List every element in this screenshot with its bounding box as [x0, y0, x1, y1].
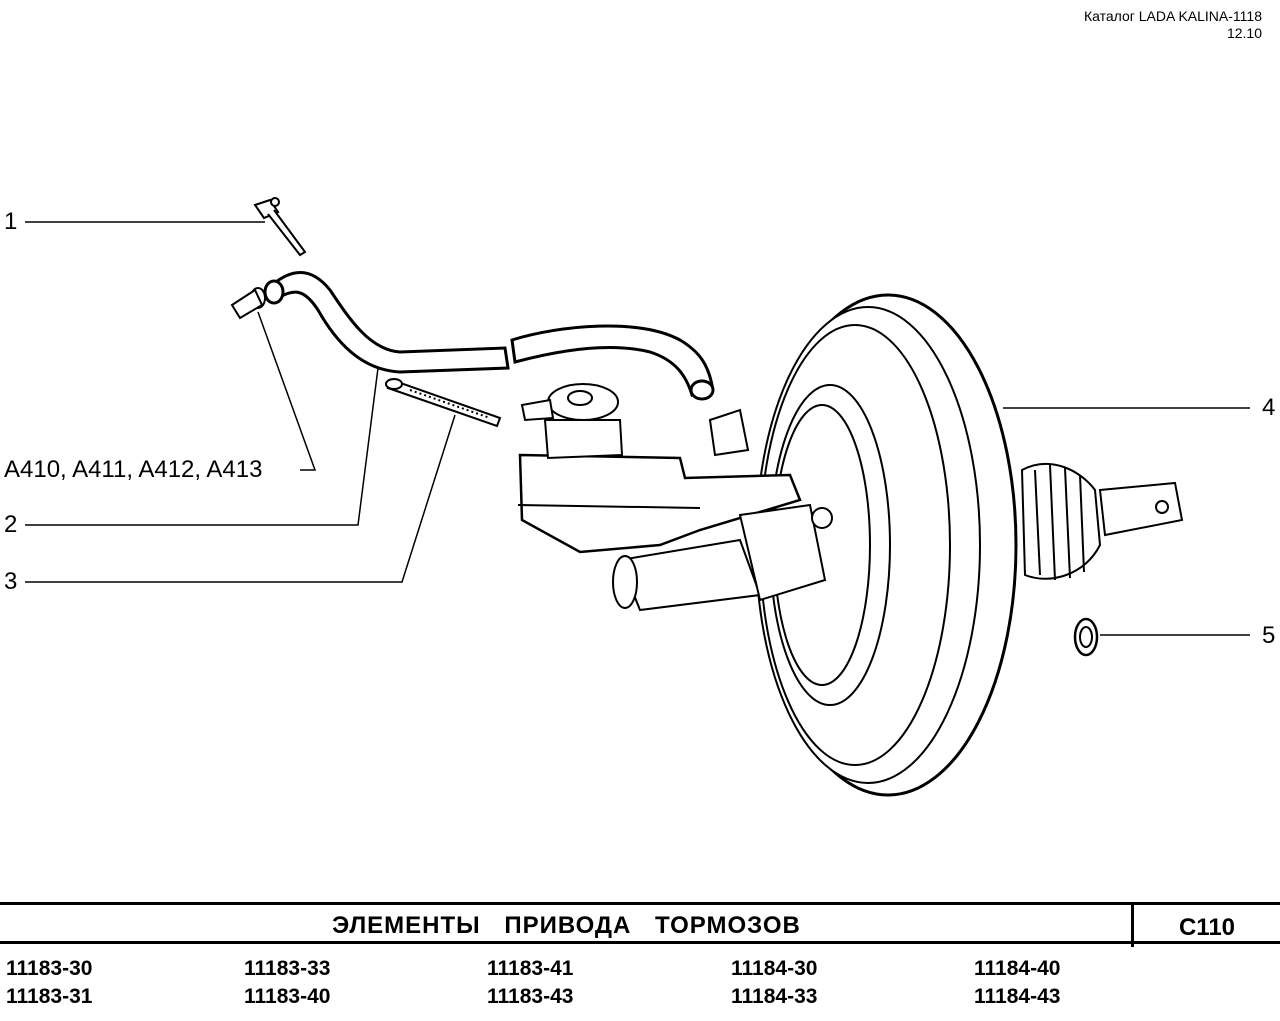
- leader-3: [25, 414, 456, 583]
- part-3-cable-tie: [385, 378, 502, 428]
- model-code: 11183-33: [244, 957, 331, 980]
- brake-drive-diagram: [25, 197, 1250, 797]
- catalog-date: 12.10: [1226, 25, 1262, 41]
- model-code: 11184-33: [731, 985, 818, 1008]
- model-code: 11183-41: [487, 957, 574, 980]
- model-code: 11183-43: [487, 985, 574, 1008]
- leader-2: [25, 367, 379, 526]
- title-divider: [1131, 905, 1134, 947]
- model-code: 11184-43: [974, 985, 1061, 1008]
- callout-reference: A410, A411, A412, A413: [4, 456, 263, 483]
- part-4-brake-booster: [755, 293, 1184, 797]
- callout-1: 1: [4, 208, 18, 235]
- section-code: C110: [1178, 914, 1236, 941]
- leader-ref: [257, 311, 317, 471]
- part-5-nut: [1073, 617, 1099, 657]
- model-code: 11184-40: [974, 957, 1061, 980]
- page-title: ЭЛЕМЕНТЫ ПРИВОДА ТОРМОЗОВ: [332, 912, 801, 939]
- model-code: 11184-30: [731, 957, 818, 980]
- model-code: 11183-40: [244, 985, 331, 1008]
- title-bar: ЭЛЕМЕНТЫ ПРИВОДА ТОРМОЗОВ C110: [0, 902, 1280, 947]
- part-2-hose: [263, 271, 715, 401]
- leader-lines: [25, 221, 1250, 636]
- model-code: 11183-31: [6, 985, 93, 1008]
- master-cylinder: [517, 383, 833, 612]
- catalog-header: Каталог LADA KALINA-1118 12.10: [1084, 8, 1262, 42]
- callout-3: 3: [4, 568, 18, 595]
- callout-2: 2: [4, 511, 18, 538]
- part-1-clamp: [253, 197, 307, 257]
- catalog-name: Каталог LADA KALINA-1118: [1083, 8, 1262, 24]
- callout-4: 4: [1262, 394, 1276, 421]
- callout-5: 5: [1262, 622, 1276, 649]
- model-code: 11183-30: [6, 957, 93, 980]
- hose-fitting: [230, 287, 266, 320]
